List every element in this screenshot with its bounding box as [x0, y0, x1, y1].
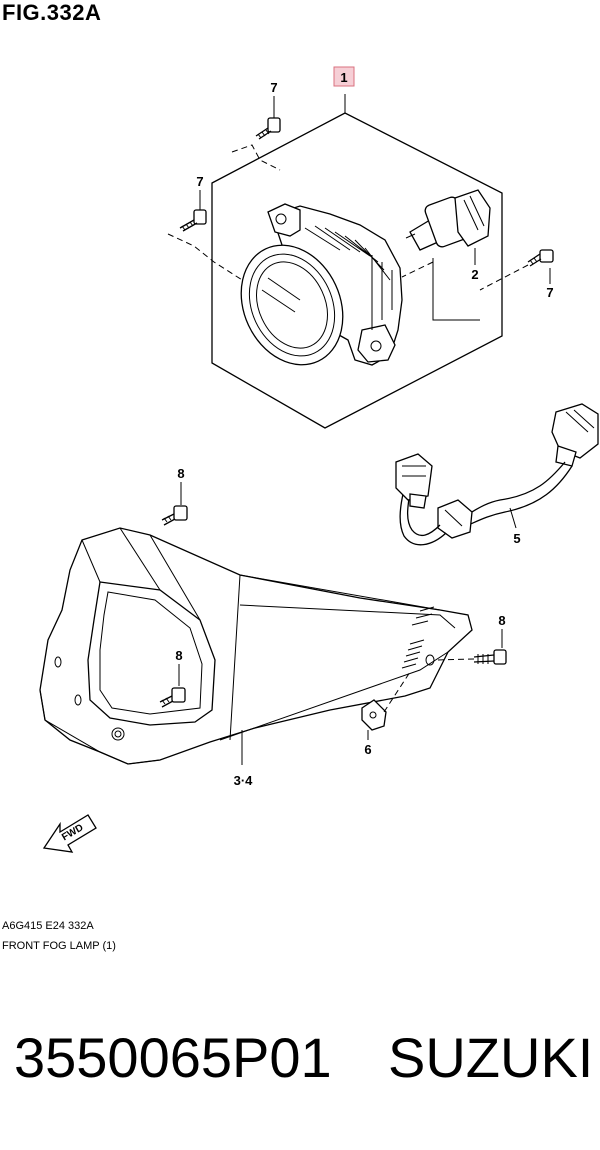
- bolt-icon[interactable]: 7: [179, 174, 207, 232]
- callout-5: 5: [513, 531, 520, 546]
- callout-7-top: 7: [270, 80, 277, 95]
- bolt-icon[interactable]: 8: [473, 613, 507, 665]
- drawing-caption: FRONT FOG LAMP (1): [2, 940, 116, 952]
- lamp-assembly-box: [211, 94, 503, 429]
- fog-lamp-icon[interactable]: [222, 203, 403, 381]
- callout-8-right: 8: [498, 613, 505, 628]
- callout-2: 2: [471, 267, 478, 282]
- callout-6: 6: [364, 742, 371, 757]
- bolt-icon[interactable]: 7: [527, 249, 554, 300]
- callout-8-top: 8: [177, 466, 184, 481]
- drawing-code: A6G415 E24 332A: [2, 920, 94, 932]
- bolt-icon[interactable]: 8: [159, 648, 186, 708]
- exploded-parts-diagram: 1 7 7 7: [39, 66, 599, 853]
- clip-nut-icon[interactable]: 6: [361, 699, 387, 757]
- bolt-icon[interactable]: 7: [255, 80, 281, 140]
- callout-7-right: 7: [546, 285, 553, 300]
- brand-name: SUZUKI: [388, 1026, 594, 1089]
- fwd-arrow-icon: FWD: [42, 814, 97, 853]
- callout-7-left: 7: [196, 174, 203, 189]
- bolt-icon[interactable]: 8: [161, 466, 188, 526]
- callout-3-4: 3·4: [234, 773, 254, 788]
- bezel-icon[interactable]: [39, 527, 473, 765]
- figure-title: FIG.332A: [2, 0, 102, 25]
- callout-8-mid: 8: [175, 648, 182, 663]
- callout-1-label: 1: [340, 70, 347, 85]
- part-number: 3550065P01: [14, 1026, 332, 1089]
- wiring-harness-icon[interactable]: [395, 403, 599, 546]
- callout-1[interactable]: 1: [333, 66, 355, 87]
- bulb-icon[interactable]: [405, 189, 491, 251]
